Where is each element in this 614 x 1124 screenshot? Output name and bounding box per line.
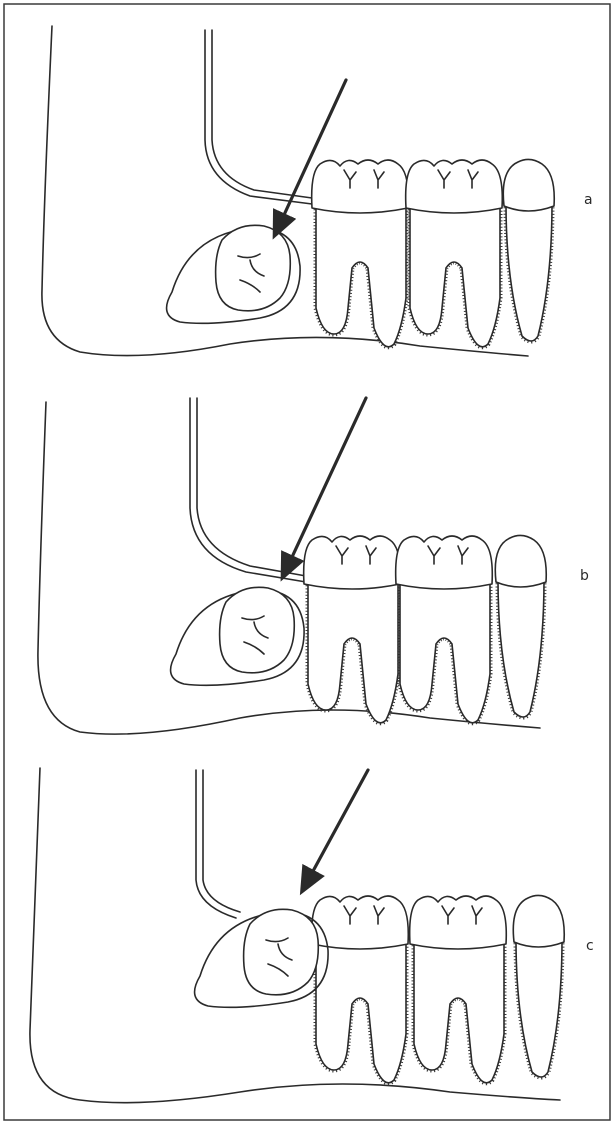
nerve-canal-c <box>196 770 236 918</box>
premolar-a <box>503 159 554 341</box>
nerve-canal-b <box>190 398 306 582</box>
panel-a: a <box>42 26 593 356</box>
panel-c: c <box>30 768 594 1103</box>
panel-label-c: c <box>586 938 594 954</box>
premolar-b <box>495 535 546 717</box>
panel-label-b: b <box>580 568 589 584</box>
impacted-molar-b <box>171 587 305 685</box>
molar-a1 <box>312 160 409 347</box>
premolar-c <box>513 895 564 1077</box>
panel-label-a: a <box>584 192 593 208</box>
impacted-molar-a <box>167 225 301 323</box>
panel-b: b <box>38 398 589 734</box>
impacted-molar-c <box>195 909 329 1007</box>
molar-c2 <box>410 896 507 1083</box>
molar-b1 <box>304 536 401 723</box>
nerve-canal-a <box>205 30 312 204</box>
arrow-c <box>306 770 368 884</box>
molar-c1 <box>312 896 409 1083</box>
molar-a2 <box>406 160 503 347</box>
molar-b2 <box>396 536 493 723</box>
